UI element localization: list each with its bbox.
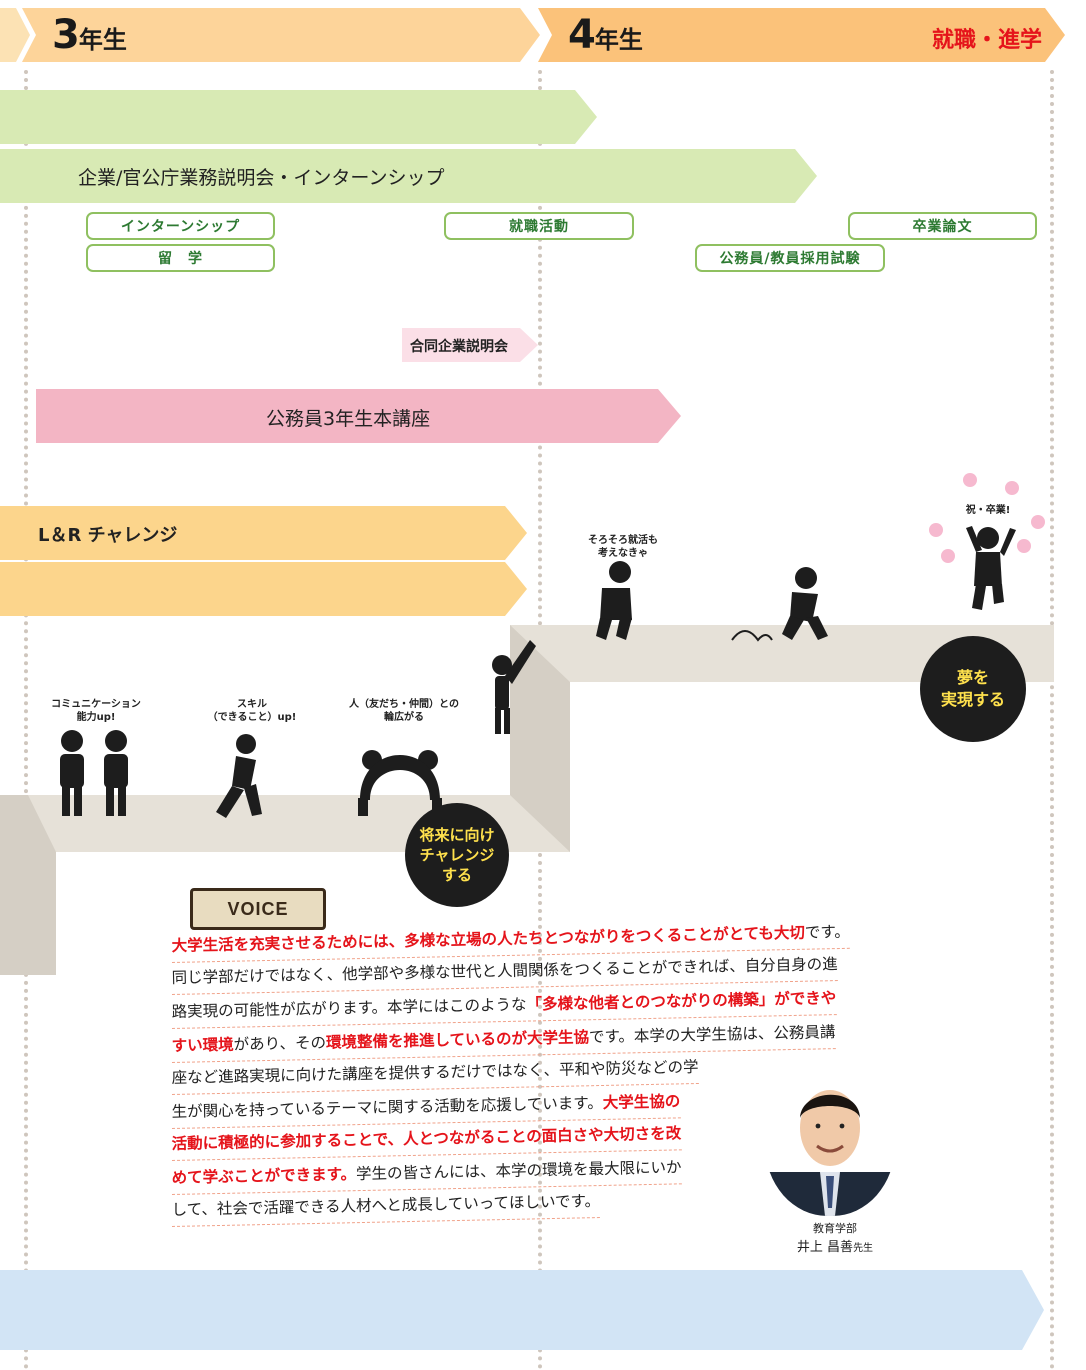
joint-seminar-label: 合同企業説明会 — [410, 339, 508, 355]
bubble-network-line2: 輪広がる — [384, 712, 424, 723]
voice-text: があり、その — [233, 1033, 327, 1054]
orange-bar-2 — [0, 562, 527, 616]
pill-civil-exam: 公務員/教員採用試験 — [695, 244, 885, 272]
bubble-skill-line1: スキル — [237, 699, 267, 710]
header-arrows — [0, 8, 1065, 62]
bubble-communication-line1: コミュニケーション — [51, 699, 141, 710]
circle-dream: 夢を 実現する — [920, 636, 1026, 742]
voice-highlight: めて学ぶことができます。 — [171, 1165, 357, 1188]
bubble-job-soon: そろそろ就活も 考えなきゃ — [568, 534, 678, 560]
voice-text: 路実現の可能性が広がります。本学にはこのような — [171, 995, 527, 1022]
header-arrow-grade4 — [538, 8, 1065, 62]
pill-study-abroad: 留 学 — [86, 244, 275, 272]
pill-thesis: 卒業論文 — [848, 212, 1037, 240]
bubble-skill: スキル （できること）up! — [196, 698, 308, 724]
circle-challenge-line3: する — [441, 866, 472, 884]
bounce-marks — [731, 630, 773, 642]
circle-dream-line2: 実現する — [940, 690, 1005, 709]
sakura-decoration — [929, 473, 1045, 563]
figure-group — [60, 526, 1016, 818]
speaker-department: 教育学部 — [813, 1222, 857, 1235]
bubble-job-soon-line1: そろそろ就活も — [588, 535, 658, 546]
stairs-riser — [510, 625, 570, 852]
pill-job-hunting: 就職活動 — [444, 212, 634, 240]
bubble-network: 人（友だち・仲間）との 輪広がる — [348, 698, 460, 724]
grade4-suffix: 年生 — [594, 26, 643, 54]
guide-line-left — [24, 70, 28, 1370]
voice-highlight: 環境整備を推進しているのが大学生協 — [325, 1028, 590, 1052]
circle-challenge-line2: チャレンジ — [419, 846, 495, 864]
lr-challenge-label: L＆R チャレンジ — [38, 525, 178, 546]
grade4-label: 4年生 — [568, 12, 643, 58]
voice-text: です。 — [804, 922, 850, 942]
voice-text: 学生の皆さんには、本学の環境を最大限にいか — [355, 1158, 682, 1184]
bubble-skill-line2: （できること）up! — [207, 712, 297, 723]
grade3-label: 3年生 — [52, 12, 127, 58]
lr-challenge-bar — [0, 506, 527, 560]
voice-text: です。本学の大学生協は、公務員講 — [588, 1023, 836, 1047]
voice-text: 生が関心を持っているテーマに関する活動を応援しています。 — [171, 1093, 603, 1122]
seminar-bar-label: 企業/官公庁業務説明会・インターンシップ — [78, 167, 445, 189]
speaker-title: 先生 — [853, 1243, 874, 1254]
header-arrow-start — [0, 8, 30, 62]
speaker-photo — [765, 1068, 895, 1216]
bubble-job-soon-line2: 考えなきゃ — [598, 548, 648, 559]
blue-bar — [0, 1270, 1044, 1350]
speaker-portrait-icon — [765, 1090, 895, 1216]
pill-internship: インターンシップ — [86, 212, 275, 240]
voice-tag: VOICE — [190, 888, 326, 930]
bubble-communication: コミュニケーション 能力up! — [40, 698, 152, 724]
grade4-number: 4 — [568, 12, 596, 58]
voice-text: して、社会で活躍できる人材へと成長していってほしいです。 — [171, 1192, 601, 1220]
circle-challenge: 将来に向け チャレンジ する — [405, 803, 509, 907]
green-bar-1 — [0, 90, 597, 144]
speaker-name-block: 井上 昌善先生 — [780, 1236, 890, 1255]
grade3-suffix: 年生 — [78, 26, 127, 54]
bubble-network-line1: 人（友だち・仲間）との — [349, 699, 459, 710]
guide-line-right — [1050, 70, 1054, 1370]
grade3-number: 3 — [52, 12, 80, 58]
joint-seminar-bar — [402, 328, 538, 362]
destination-label: 就職・進学 — [932, 28, 1043, 53]
stairs-left-wall — [0, 795, 56, 975]
green-bar-seminar — [0, 149, 817, 203]
speaker-name: 井上 昌善 — [796, 1240, 854, 1255]
bubble-communication-line2: 能力up! — [76, 712, 116, 723]
bubble-graduation: 祝・卒業! — [965, 505, 1011, 516]
voice-highlight: すい環境 — [171, 1035, 234, 1056]
circle-dream-line1: 夢を — [956, 668, 989, 687]
voice-highlight: 大学生協の — [602, 1092, 681, 1112]
voice-highlight: 「多様な他者とのつながりの構築」ができや — [526, 989, 837, 1014]
civil-course-bar — [36, 389, 681, 443]
header-arrow-grade3 — [22, 8, 540, 62]
civil-course-label: 公務員3年生本講座 — [266, 408, 431, 430]
circle-challenge-line1: 将来に向け — [419, 826, 495, 844]
